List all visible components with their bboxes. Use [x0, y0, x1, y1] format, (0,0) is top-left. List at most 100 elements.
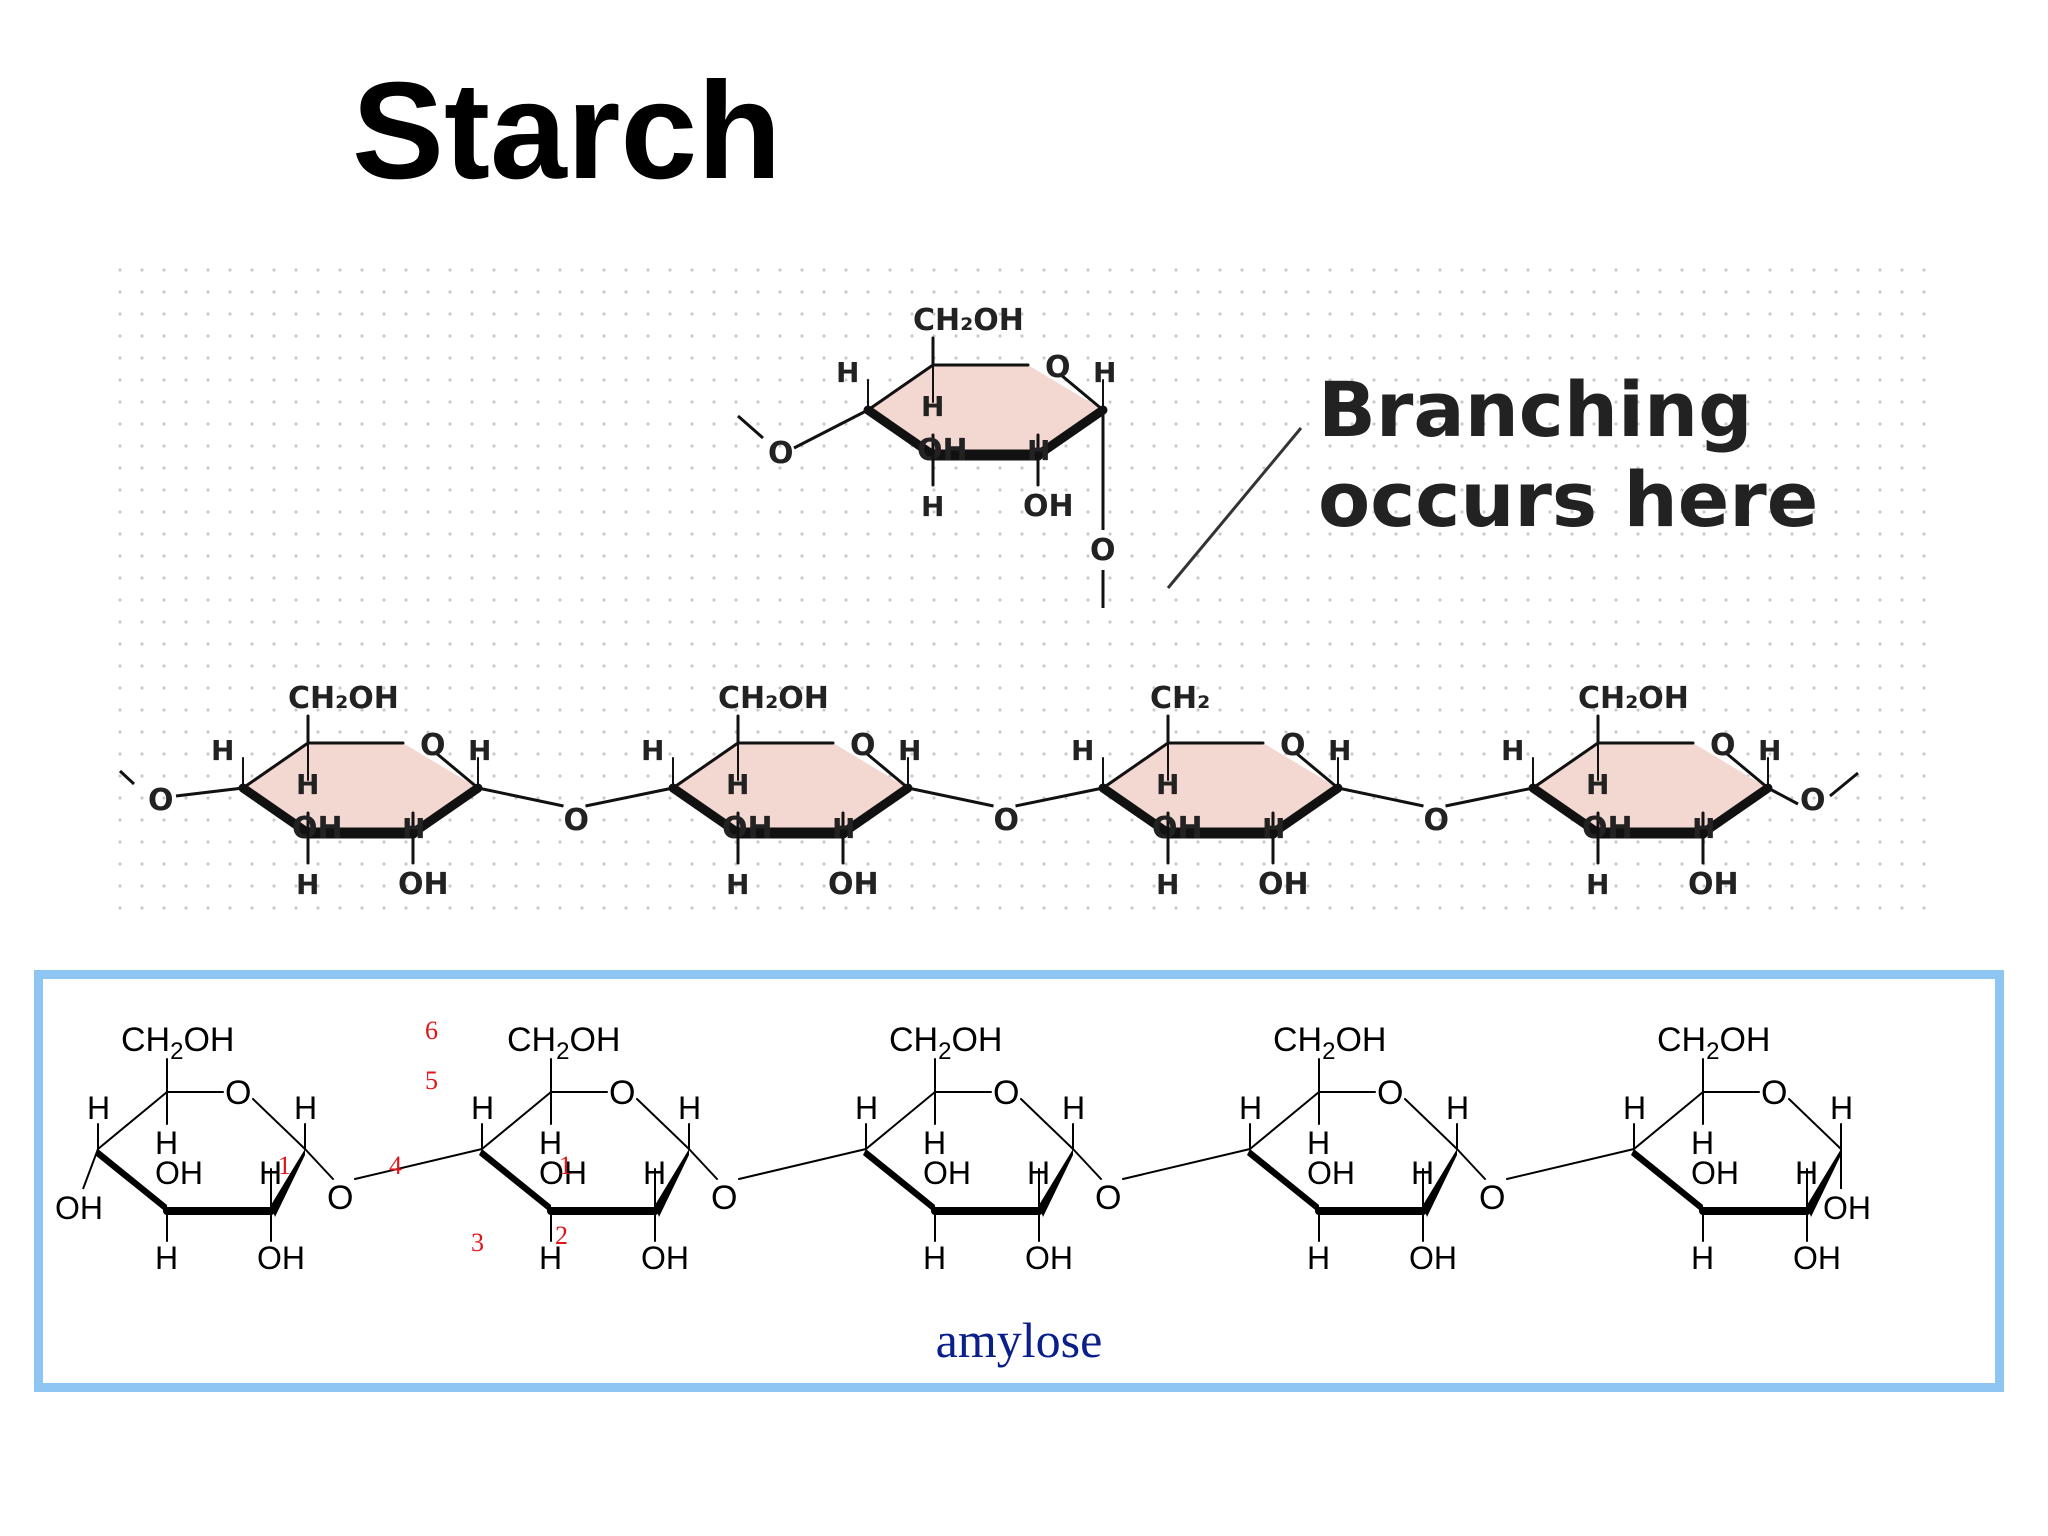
terminal-bond [1829, 771, 1859, 798]
ring-bond-bold [1268, 783, 1343, 838]
hydrogen: H [259, 1155, 282, 1191]
hydrogen: H [1093, 356, 1116, 389]
glycosidic-bond [793, 408, 869, 450]
hydrogen: H [1307, 1240, 1330, 1276]
hydroxyl: OH [292, 811, 343, 846]
ring-bond [97, 1091, 168, 1150]
hydroxyl: OH [1258, 867, 1309, 902]
ch2oh-label: CH2OH [1657, 1021, 1770, 1065]
wedge-bond [479, 1149, 551, 1213]
ring-bond [1059, 373, 1105, 412]
glycosidic-bond [1767, 786, 1799, 806]
hydrogen: H [726, 868, 749, 901]
amylose-svg: OCH2OHHOHHHOHHHOOCH2OHHOHHHOHHHOOCH2OHHO… [55, 1016, 1871, 1368]
glycosidic-bond [1506, 1148, 1635, 1180]
hydroxyl: OH [1152, 811, 1203, 846]
hydrogen: H [1262, 812, 1285, 845]
hydroxyl: OH [641, 1240, 689, 1276]
glycosidic-bond [1015, 786, 1104, 808]
wedge-bond [271, 1149, 305, 1217]
page-title: Starch [352, 54, 782, 208]
ring-bond [1249, 1091, 1320, 1150]
hydrogen: H [155, 1240, 178, 1276]
branching-note-line-1: Branching [1318, 365, 1753, 454]
ch2oh-label: CH2OH [121, 1021, 234, 1065]
hydroxyl: OH [1409, 1240, 1457, 1276]
wedge-bond [655, 1149, 689, 1217]
hydroxyl: OH [722, 811, 773, 846]
hydroxyl: OH [828, 867, 879, 902]
ring-oxygen: O [1280, 728, 1306, 763]
ring-oxygen: O [1710, 728, 1736, 763]
hydroxyl: OH [257, 1240, 305, 1276]
ring-oxygen: O [1761, 1074, 1787, 1112]
ch2oh-label: CH₂OH [718, 681, 829, 716]
linkage-oxygen: O [994, 803, 1020, 838]
ring-bond-bold [1698, 783, 1773, 838]
hydrogen: H [643, 1155, 666, 1191]
ring-fill [243, 743, 478, 833]
glycosidic-bond [175, 786, 244, 798]
glycosidic-bond [585, 786, 674, 808]
glycosidic-bond [1337, 786, 1424, 808]
ring-bond [1101, 741, 1170, 790]
terminal-hydroxyl-right: OH [1823, 1190, 1871, 1226]
ring-fill [1103, 743, 1338, 833]
ring-oxygen: O [1377, 1074, 1403, 1112]
hydrogen: H [296, 768, 319, 801]
hydrogen: H [1623, 1090, 1646, 1126]
hydrogen: H [1062, 1090, 1085, 1126]
hydrogen: H [855, 1090, 878, 1126]
hydroxyl: OH [539, 1155, 587, 1191]
hydroxyl: OH [917, 433, 968, 468]
hydroxyl: OH [1307, 1155, 1355, 1191]
ch2oh-label: CH2OH [889, 1021, 1002, 1065]
hydrogen: H [678, 1090, 701, 1126]
carbon-number-6: 6 [425, 1016, 438, 1045]
hydrogen: H [468, 734, 491, 767]
wedge-bond [1039, 1149, 1073, 1217]
ring-bond [1020, 1098, 1074, 1150]
ring-bond-bold [408, 783, 483, 838]
hydrogen: H [211, 734, 234, 767]
hydrogen: H [923, 1240, 946, 1276]
glycosidic-bond [907, 786, 994, 808]
ring-bond-bold [238, 783, 313, 838]
ch2oh-label: CH2OH [1273, 1021, 1386, 1065]
wedge-bond [1807, 1149, 1841, 1217]
ring-bond [241, 741, 310, 790]
hydrogen: H [1027, 434, 1050, 467]
hydrogen: H [921, 390, 944, 423]
ring-bond [864, 751, 910, 790]
ring-bond [252, 1098, 306, 1150]
ring-bond [481, 1091, 552, 1150]
terminal-bond [82, 1148, 99, 1190]
ring-oxygen: O [609, 1074, 635, 1112]
hydrogen: H [1307, 1125, 1330, 1161]
glycosidic-bond [1445, 786, 1534, 808]
ring-oxygen: O [420, 728, 446, 763]
hydrogen: H [87, 1090, 110, 1126]
ring-fill [673, 743, 908, 833]
wedge-bond [863, 1149, 935, 1213]
ring-bond-bold [838, 783, 913, 838]
ch2oh-label: CH₂OH [913, 303, 1024, 338]
hydrogen: H [641, 734, 664, 767]
glycosidic-bond [738, 1148, 867, 1180]
ring-bond [1633, 1091, 1704, 1150]
hydrogen: H [1027, 1155, 1050, 1191]
hydroxyl: OH [1691, 1155, 1739, 1191]
glycosidic-bond [1456, 1148, 1486, 1180]
ring-bond [434, 751, 480, 790]
hydrogen: H [1691, 1240, 1714, 1276]
branch-ch2-label: CH₂ [1150, 681, 1210, 716]
glycosidic-bond [1122, 1148, 1251, 1180]
terminal-hydroxyl-left: OH [55, 1190, 103, 1226]
